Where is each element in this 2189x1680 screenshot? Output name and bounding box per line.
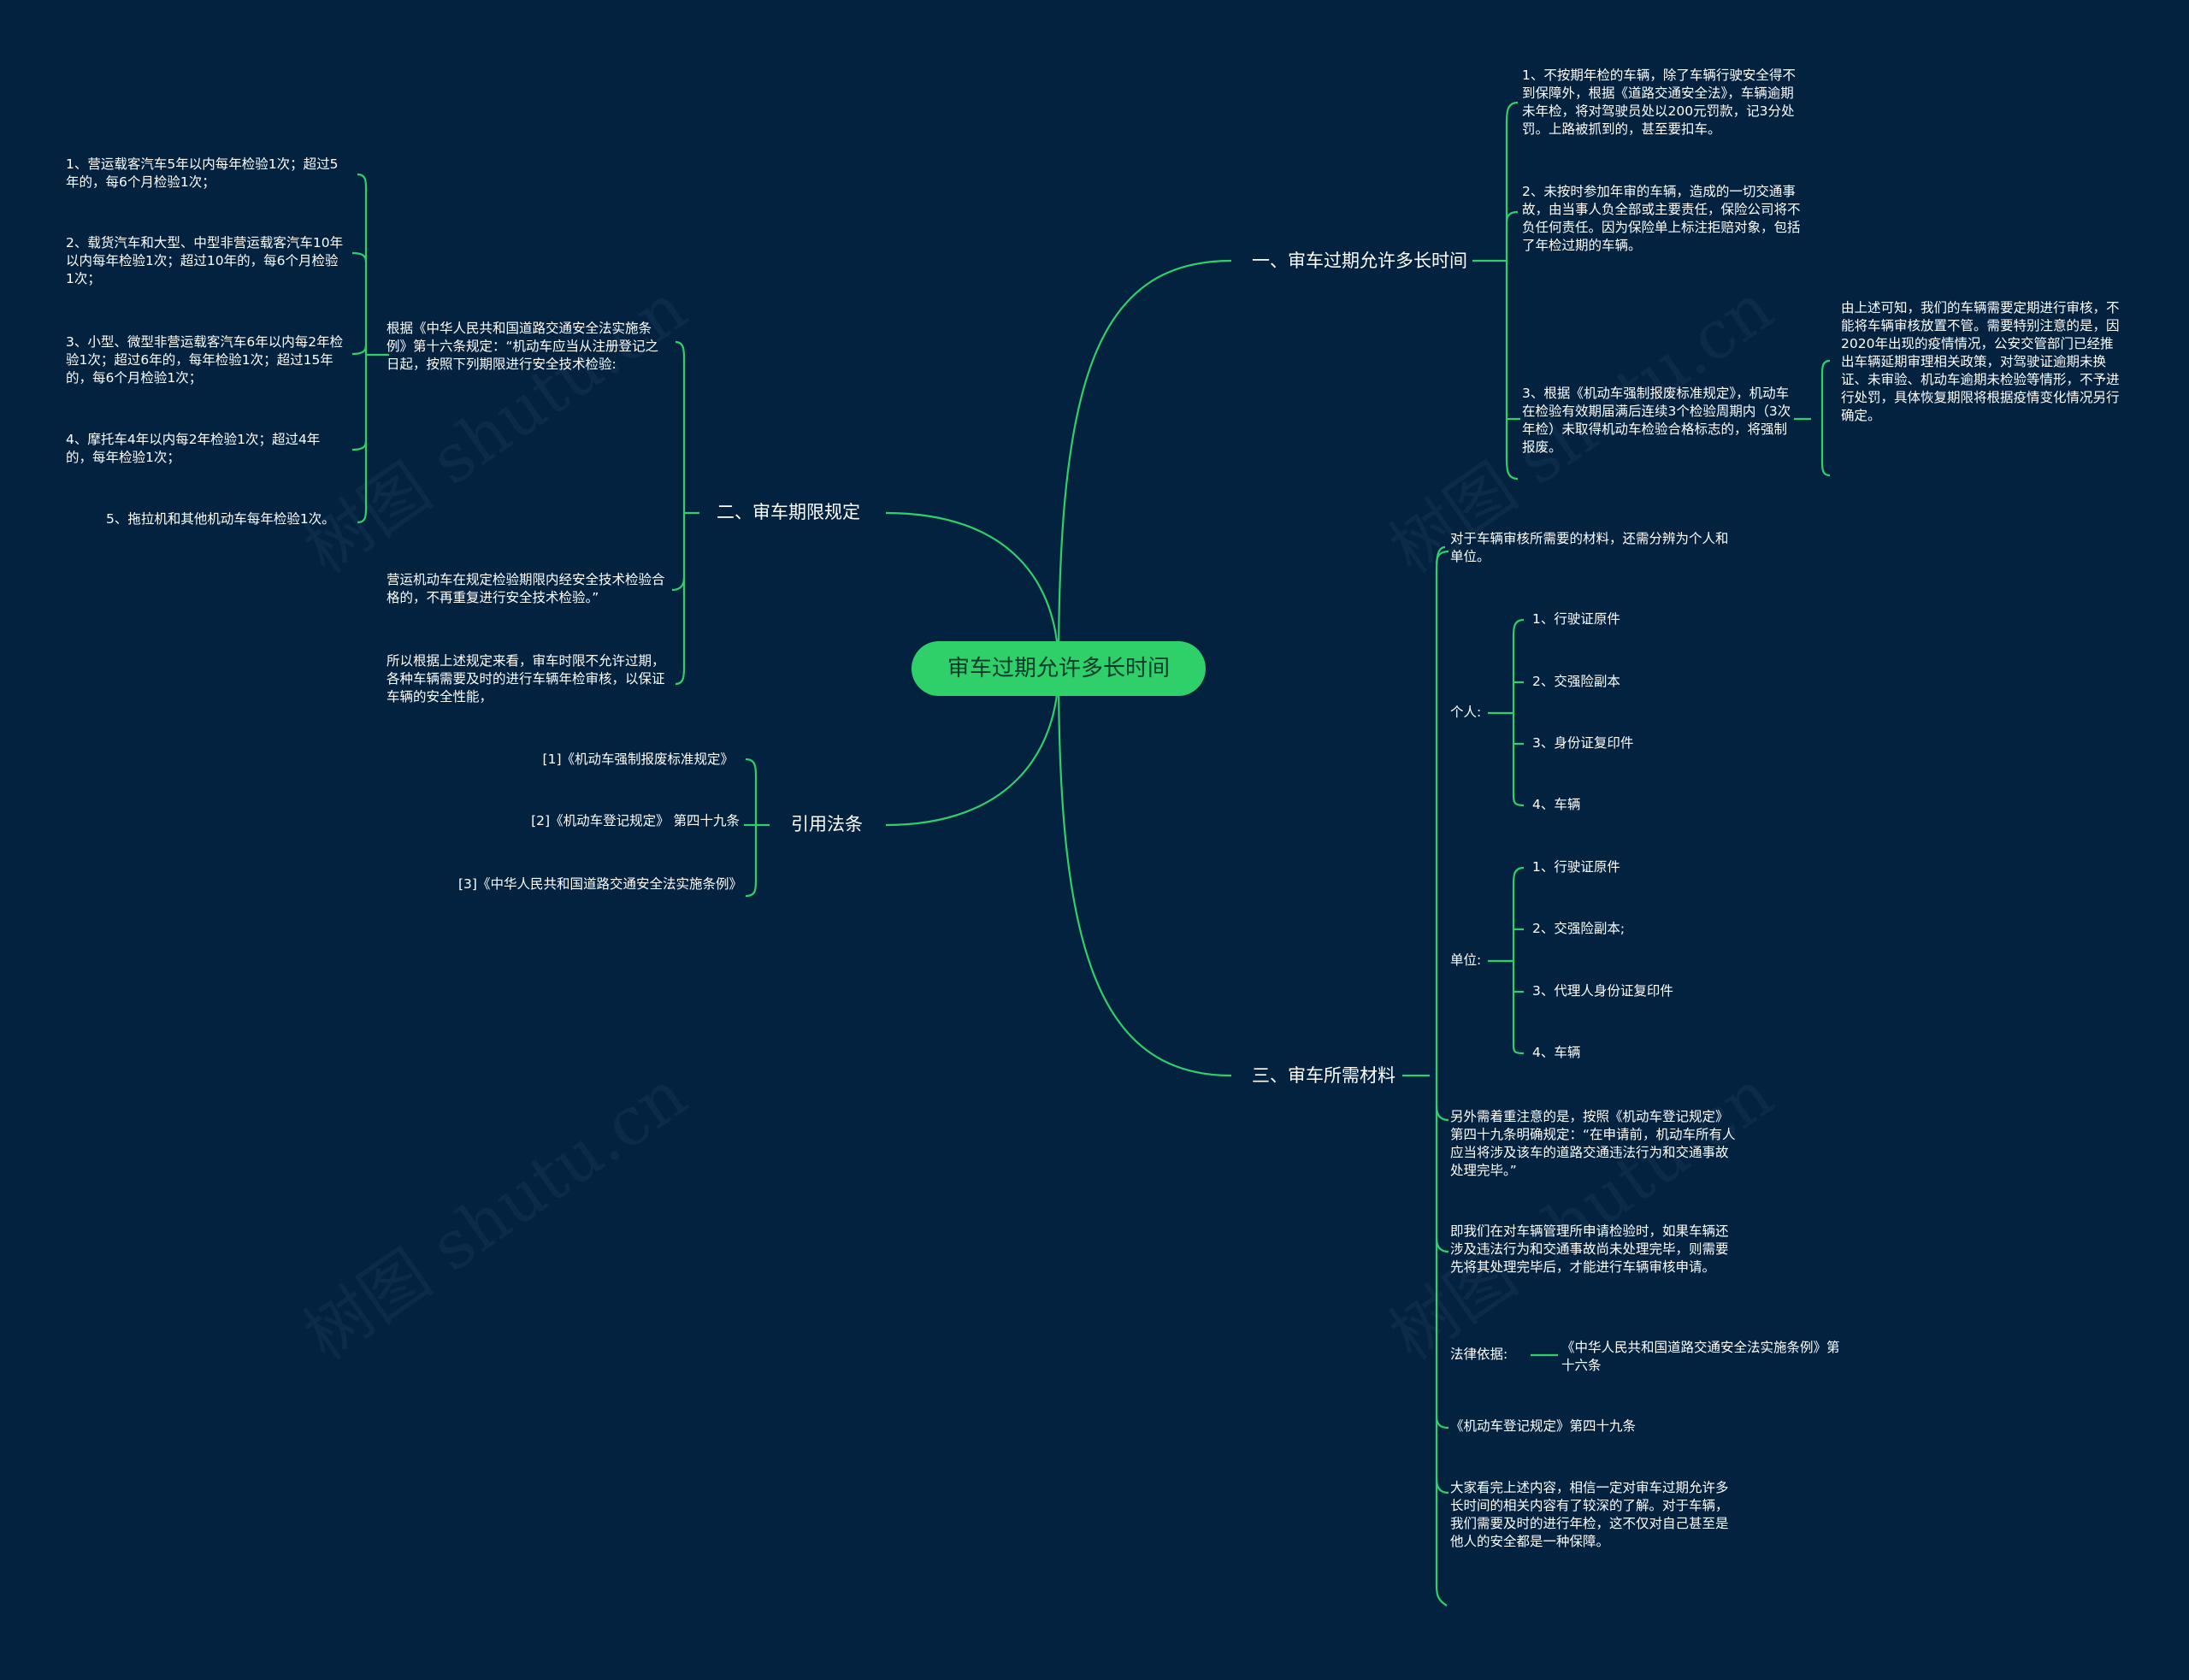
b2-rule: 3、小型、微型非营运载客汽车6年以内每2年检验1次；超过6年的，每年检验1次；超… [66, 334, 344, 386]
b2-tick-r2 [351, 251, 368, 262]
b4-summary: 大家看完上述内容，相信一定对审车过期允许多长时间的相关内容有了较深的了解。对于车… [1450, 1480, 1729, 1549]
personal-item: 2、交强险副本 [1532, 674, 1620, 689]
b1-tick-2 [1505, 210, 1519, 223]
b2-exempt: 营运机动车在规定检验期限内经安全技术检验合格的，不再重复进行安全技术检验。” [386, 572, 665, 605]
link-root-b4 [1057, 668, 1232, 1077]
unit-bracket [1512, 866, 1525, 1055]
law-label: 法律依据: [1450, 1347, 1508, 1362]
b4-intro: 对于车辆审核所需要的材料，还需分辨为个人和单位。 [1450, 531, 1729, 564]
b4-bracket [1435, 545, 1448, 1606]
b4-notice: 另外需着重注意的是，按照《机动车登记规定》第四十九条明确规定：“在申请前，机动车… [1450, 1109, 1736, 1178]
b3-ref[interactable]: [1]《机动车强制报废标准规定》 [542, 752, 734, 767]
personal-label: 个人: [1450, 704, 1482, 720]
b3-ref[interactable]: [3]《中华人民共和国道路交通安全法实施条例》 [458, 876, 742, 892]
b2-rule: 4、摩托车4年以内每2年检验1次；超过4年的，每年检验1次； [66, 432, 321, 465]
link-root-b1 [1057, 259, 1232, 669]
b1-bracket [1505, 101, 1519, 480]
b4-tick-summary [1435, 1478, 1449, 1494]
link-root-b3 [885, 668, 1060, 827]
b4-tick-lawref2 [1435, 1415, 1449, 1429]
b4-tick-intro [1435, 550, 1449, 565]
unit-item: 1、行驶证原件 [1532, 859, 1620, 875]
b2-rule: 2、载货汽车和大型、中型非营运载客汽车10年以内每年检验1次；超过10年的，每6… [66, 235, 344, 286]
unit-label: 单位: [1450, 952, 1482, 968]
branch-title[interactable]: 二、审车期限规定 [717, 502, 860, 522]
link-root-b2 [885, 511, 1060, 669]
branch-title[interactable]: 三、审车所需材料 [1252, 1065, 1395, 1086]
personal-item: 1、行驶证原件 [1532, 611, 1620, 627]
unit-item: 2、交强险副本; [1532, 921, 1626, 936]
b2-tick-exempt [671, 577, 686, 592]
law-ref-2: 《机动车登记规定》第四十九条 [1450, 1418, 1637, 1434]
b3-ref[interactable]: [2]《机动车登记规定》 第四十九条 [531, 813, 740, 828]
branch-title[interactable]: 引用法条 [791, 814, 863, 834]
b4-tick-explain [1435, 1237, 1449, 1253]
b2-basis: 根据《中华人民共和国道路交通安全法实施条例》第十六条规定：“机动车应当从注册登记… [386, 321, 659, 372]
unit-item: 4、车辆 [1532, 1045, 1581, 1060]
b3-bracket [745, 757, 758, 898]
personal-item: 4、车辆 [1532, 797, 1581, 812]
b4-tick-notice [1435, 1105, 1449, 1122]
b1-item: 3、根据《机动车强制报废标准规定》，机动车在检验有效期届满后连续3个检验周期内（… [1522, 386, 1791, 455]
b2-bracket [675, 340, 686, 686]
law-ref: 《中华人民共和国道路交通安全法实施条例》第十六条 [1561, 1340, 1840, 1373]
b1-item: 2、未按时参加年审的车辆，造成的一切交通事故，由当事人负全部或主要责任，保险公司… [1522, 184, 1801, 253]
b2-rule: 1、营运载客汽车5年以内每年检验1次；超过5年的，每6个月检验1次； [66, 156, 339, 190]
b2-conclusion: 所以根据上述规定来看，审车时限不允许过期，各种车辆需要及时的进行车辆年检审核，以… [386, 653, 665, 704]
b2-tick-r3 [351, 345, 368, 356]
b1-note-bracket [1820, 359, 1831, 477]
b2-tick-r4 [351, 440, 368, 451]
b1-note: 由上述可知，我们的车辆需要定期进行审核，不能将车辆审核放置不管。需要特别注意的是… [1841, 300, 2120, 423]
personal-item: 3、身份证复印件 [1532, 735, 1634, 751]
branch-title[interactable]: 一、审车过期允许多长时间 [1252, 251, 1467, 271]
b1-item: 1、不按期年检的车辆，除了车辆行驶安全得不到保障外，根据《道路交通安全法》，车辆… [1522, 68, 1796, 137]
personal-bracket [1512, 618, 1525, 807]
b4-explain: 即我们在对车辆管理所申请检验时，如果车辆还涉及违法行为和交通事故尚未处理完毕，则… [1450, 1223, 1729, 1275]
unit-item: 3、代理人身份证复印件 [1532, 983, 1673, 999]
root-topic[interactable]: 审车过期允许多长时间 [912, 641, 1206, 696]
b2-rule: 5、拖拉机和其他机动车每年检验1次。 [106, 511, 335, 527]
